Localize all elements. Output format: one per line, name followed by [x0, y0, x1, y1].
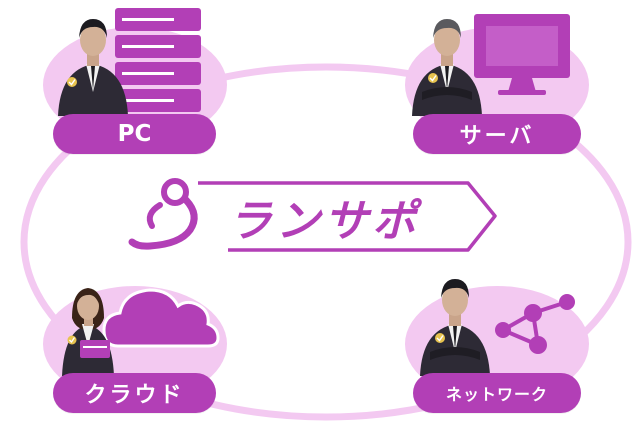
pc-person-icon	[58, 19, 128, 116]
cloud-person-icon	[62, 288, 114, 376]
connection-ring	[20, 63, 632, 421]
logo-title: ランサポ	[228, 196, 420, 247]
pc-label-pill: PC	[53, 114, 216, 154]
cloud-label-pill: クラウド	[53, 373, 216, 413]
network-icon	[495, 294, 575, 354]
network-person-icon	[420, 279, 490, 376]
cloud-icon	[102, 288, 220, 348]
server-label-pill: サーバ	[413, 114, 581, 154]
server-rack-icon	[115, 8, 201, 112]
runner-logo-icon	[128, 178, 198, 250]
logo-arrow-outline	[198, 181, 497, 252]
network-label-pill: ネットワーク	[413, 373, 581, 413]
server-person-icon	[412, 19, 482, 116]
monitor-icon	[474, 14, 570, 95]
